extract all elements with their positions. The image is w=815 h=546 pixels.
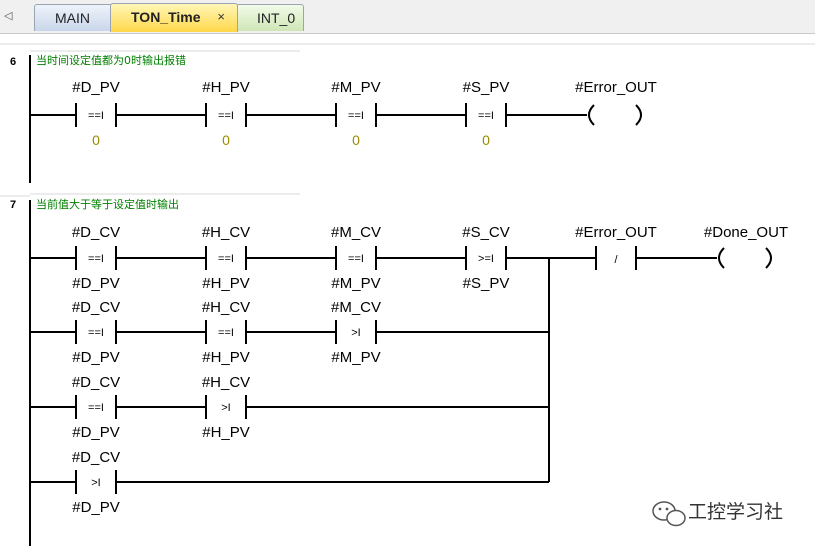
negation-symbol: / <box>614 254 618 266</box>
contact-operator: >=I <box>478 253 494 265</box>
contact-operator: ==I <box>478 110 494 122</box>
contact-operand-1: #D_CV <box>72 449 120 466</box>
contact-operand-1: #D_CV <box>72 299 120 316</box>
ladder-diagram: 6 7 当时间设定值都为0时输出报错 当前值大于等于设定值时输出 #D_PV =… <box>0 43 815 546</box>
contact-operand-2: #D_PV <box>72 349 120 366</box>
contact-operator: ==I <box>218 253 234 265</box>
coil-operand: #Done_OUT <box>704 224 788 241</box>
tab-int0-label: INT_0 <box>257 10 296 26</box>
watermark: 工控学习社 <box>652 501 783 527</box>
compare-contact[interactable]: #D_CV ==I #D_PV <box>72 374 120 441</box>
tab-ton-time[interactable]: TON_Time × <box>110 3 238 32</box>
network-7-number: 7 <box>10 199 16 211</box>
compare-contact[interactable]: #H_CV ==I #H_PV <box>202 299 250 366</box>
tab-main[interactable]: MAIN <box>34 4 114 31</box>
contact-operand-1: #S_CV <box>462 224 510 241</box>
normally-closed-contact[interactable]: #Error_OUT / <box>575 224 657 270</box>
compare-contact[interactable]: #M_CV >I #M_PV <box>331 299 381 366</box>
network-7-comment: 当前值大于等于设定值时输出 <box>36 197 179 211</box>
watermark-text: 工控学习社 <box>688 501 783 523</box>
tab-scroll-left-icon[interactable]: ◁ <box>4 10 13 22</box>
tab-ton-time-label: TON_Time <box>131 9 201 25</box>
contact-operator: ==I <box>348 253 364 265</box>
contact-operand-1: #H_PV <box>202 79 250 96</box>
tab-int0[interactable]: INT_0 <box>236 4 304 31</box>
contact-operand-2: #H_PV <box>202 349 250 366</box>
contact-operand-2: 0 <box>222 132 230 148</box>
contact-operator: ==I <box>88 327 104 339</box>
network-7-wires <box>30 257 717 483</box>
contact-operand-1: #H_CV <box>202 224 250 241</box>
contact-operand-1: #D_PV <box>72 79 120 96</box>
network-6-comment: 当时间设定值都为0时输出报错 <box>36 53 186 67</box>
close-icon[interactable]: × <box>217 9 225 24</box>
tab-bar: ◁ MAIN TON_Time × INT_0 <box>0 0 815 34</box>
contact-operator: >I <box>351 327 360 339</box>
contact-operator: ==I <box>88 110 104 122</box>
compare-contact[interactable]: #D_CV ==I #D_PV <box>72 224 120 292</box>
contact-operand: #Error_OUT <box>575 224 657 241</box>
ladder-editor[interactable]: 6 7 当时间设定值都为0时输出报错 当前值大于等于设定值时输出 #D_PV =… <box>0 33 815 546</box>
contact-operand-2: #D_PV <box>72 424 120 441</box>
contact-operator: ==I <box>218 110 234 122</box>
compare-contact[interactable]: #M_PV ==I 0 <box>331 79 380 148</box>
contact-operand-1: #D_CV <box>72 374 120 391</box>
compare-contact[interactable]: #H_PV ==I 0 <box>202 79 250 148</box>
contact-operator: ==I <box>88 253 104 265</box>
contact-operand-1: #D_CV <box>72 224 120 241</box>
contact-operator: ==I <box>348 110 364 122</box>
contact-operand-1: #M_PV <box>331 79 380 96</box>
contact-operand-2: #S_PV <box>463 275 510 292</box>
contact-operator: ==I <box>218 327 234 339</box>
tab-main-label: MAIN <box>55 10 90 26</box>
contact-operand-2: #M_PV <box>331 275 380 292</box>
contact-operator: >I <box>221 402 230 414</box>
contact-operator: >I <box>91 477 100 489</box>
coil-operand: #Error_OUT <box>575 79 657 96</box>
contact-operand-1: #M_CV <box>331 299 381 316</box>
contact-operand-1: #S_PV <box>463 79 510 96</box>
compare-contact[interactable]: #H_CV >I #H_PV <box>202 374 250 441</box>
contact-operand-2: #M_PV <box>331 349 380 366</box>
contact-operand-2: #D_PV <box>72 499 120 516</box>
compare-contact[interactable]: #D_CV ==I #D_PV <box>72 299 120 366</box>
contact-operand-2: #D_PV <box>72 275 120 292</box>
contact-operand-2: 0 <box>352 132 360 148</box>
compare-contact[interactable]: #D_CV >I #D_PV <box>72 449 120 516</box>
contact-operator: ==I <box>88 402 104 414</box>
coil[interactable]: #Done_OUT <box>704 224 788 269</box>
contact-operand-1: #H_CV <box>202 374 250 391</box>
contact-operand-2: #H_PV <box>202 275 250 292</box>
compare-contact[interactable]: #S_CV >=I #S_PV <box>462 224 510 292</box>
contact-operand-2: #H_PV <box>202 424 250 441</box>
contact-operand-2: 0 <box>482 132 490 148</box>
compare-contact[interactable]: #D_PV ==I 0 <box>72 79 120 148</box>
compare-contact[interactable]: #M_CV ==I #M_PV <box>331 224 381 292</box>
wechat-icon <box>652 501 686 527</box>
contact-operand-2: 0 <box>92 132 100 148</box>
contact-operand-1: #H_CV <box>202 299 250 316</box>
network-6-number: 6 <box>10 56 16 68</box>
contact-operand-1: #M_CV <box>331 224 381 241</box>
coil[interactable]: #Error_OUT <box>575 79 657 126</box>
compare-contact[interactable]: #H_CV ==I #H_PV <box>202 224 250 292</box>
compare-contact[interactable]: #S_PV ==I 0 <box>463 79 510 148</box>
